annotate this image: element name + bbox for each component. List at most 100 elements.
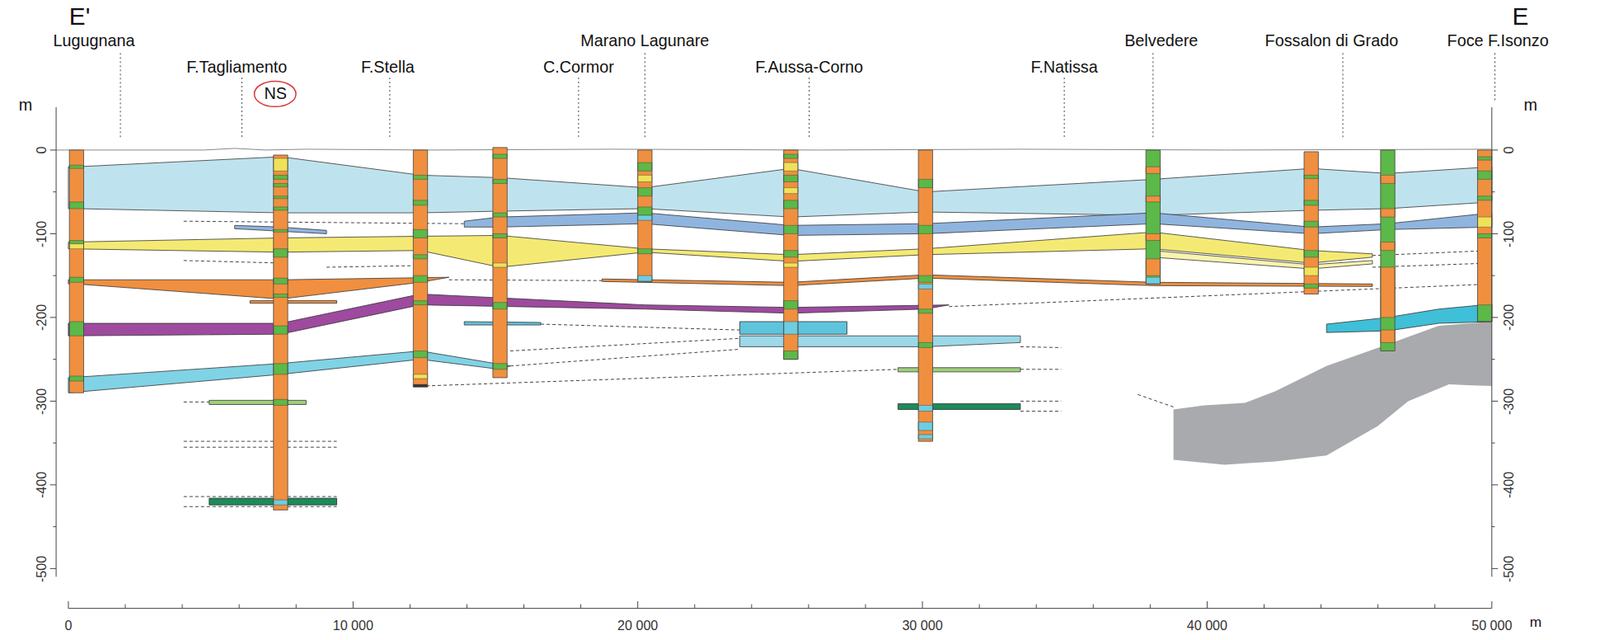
section-stroke [464, 212, 1493, 235]
axis-label: E [1511, 4, 1529, 29]
borehole [69, 150, 84, 393]
borehole-layer [412, 229, 427, 238]
section-stroke [68, 351, 511, 394]
borehole-layer [638, 215, 653, 221]
borehole-layer [412, 384, 427, 387]
section-stroke [68, 156, 1493, 217]
axis-tick [52, 442, 57, 444]
axis-tick [922, 600, 924, 609]
section-stroke [249, 300, 337, 304]
borehole-layer [1380, 329, 1395, 343]
borehole-layer [918, 404, 933, 411]
locality-label: F.Tagliamento [186, 59, 287, 76]
axis-value: 20 000 [617, 618, 658, 632]
borehole [1145, 150, 1160, 284]
boreholes [69, 147, 1493, 510]
axes [50, 107, 1499, 609]
section-stroke [420, 369, 898, 386]
axis-tick [1492, 358, 1496, 360]
axis-value: 0 [1501, 146, 1516, 155]
axis-tick [1263, 604, 1265, 609]
axis-tick [1492, 191, 1496, 193]
borehole-layer [412, 374, 427, 379]
borehole-layer [273, 248, 288, 258]
borehole-layer [638, 174, 653, 182]
section-stroke [68, 276, 450, 299]
borehole-layer [783, 262, 798, 268]
axis-tick [1377, 604, 1379, 609]
axis-value: -100 [1501, 220, 1516, 247]
well-name: NS [263, 85, 287, 103]
section-stroke [577, 77, 579, 139]
axis-tick [694, 604, 695, 609]
axis-value: -500 [1501, 554, 1516, 582]
section-stroke [1491, 107, 1493, 577]
axis-tick [125, 604, 127, 609]
axis-tick [1492, 233, 1498, 235]
borehole-layer [412, 174, 427, 179]
section-stroke [1020, 368, 1062, 370]
section-stroke [183, 401, 210, 403]
axis-tick [1492, 567, 1498, 569]
borehole-layer [1145, 276, 1160, 284]
section-stroke [449, 279, 603, 281]
axis-value: 0 [33, 146, 47, 155]
borehole-layer [412, 254, 427, 259]
borehole-layer [492, 178, 507, 183]
locality-label: F.Aussa-Corno [755, 59, 864, 76]
borehole-layer [783, 300, 798, 310]
axis-tick [239, 604, 240, 609]
locality-label: Belvedere [1124, 32, 1198, 50]
borehole-layer [492, 233, 507, 238]
borehole-layer [69, 201, 84, 209]
axis-label: m [1524, 97, 1538, 114]
section-stroke [1020, 346, 1062, 348]
axis-tick [1149, 604, 1151, 609]
section-stroke [1137, 394, 1174, 407]
axis-tick [1492, 400, 1498, 402]
section-stroke [68, 607, 1493, 609]
well-marker: NS [253, 79, 297, 108]
axis-tick [864, 604, 866, 609]
borehole-layer [1145, 196, 1160, 202]
axis-tick [1491, 600, 1493, 609]
axis-tick [1492, 442, 1496, 444]
axis-value: -300 [1501, 387, 1516, 414]
borehole-outline [1380, 150, 1395, 352]
borehole-layer [273, 277, 288, 284]
section-stroke [1020, 410, 1062, 412]
borehole-layer [273, 158, 288, 171]
borehole-layer [69, 276, 84, 282]
section-stroke [68, 231, 1373, 268]
section-stroke [183, 260, 282, 263]
borehole-layer [492, 212, 507, 217]
ground-surface [56, 148, 1493, 151]
axis-tick [1036, 604, 1037, 609]
borehole-layer [492, 154, 507, 159]
borehole-layer [1477, 233, 1492, 238]
axis-value: -400 [1501, 471, 1516, 498]
axis-tick [1093, 604, 1094, 609]
axis-tick [1434, 604, 1436, 609]
borehole-layer [1380, 242, 1395, 251]
borehole-layer [783, 174, 798, 182]
section-stroke [183, 496, 338, 498]
borehole-layer [783, 187, 798, 194]
axis-tick [50, 149, 57, 151]
borehole-outline [783, 150, 798, 360]
borehole-layer [1380, 267, 1395, 318]
section-stroke [644, 52, 646, 139]
borehole-layer [412, 351, 427, 358]
axis-tick [580, 604, 582, 609]
borehole-layer [783, 162, 798, 171]
axis-value: 30 000 [901, 618, 943, 632]
borehole-layer [1477, 216, 1492, 227]
locality-label: C.Cormor [543, 59, 615, 76]
axis-tick [50, 316, 57, 318]
axis-tick [52, 191, 57, 193]
borehole-layer [69, 240, 84, 244]
borehole-layer [69, 321, 84, 336]
borehole-layer [1304, 174, 1319, 179]
section-stroke [601, 274, 1373, 287]
